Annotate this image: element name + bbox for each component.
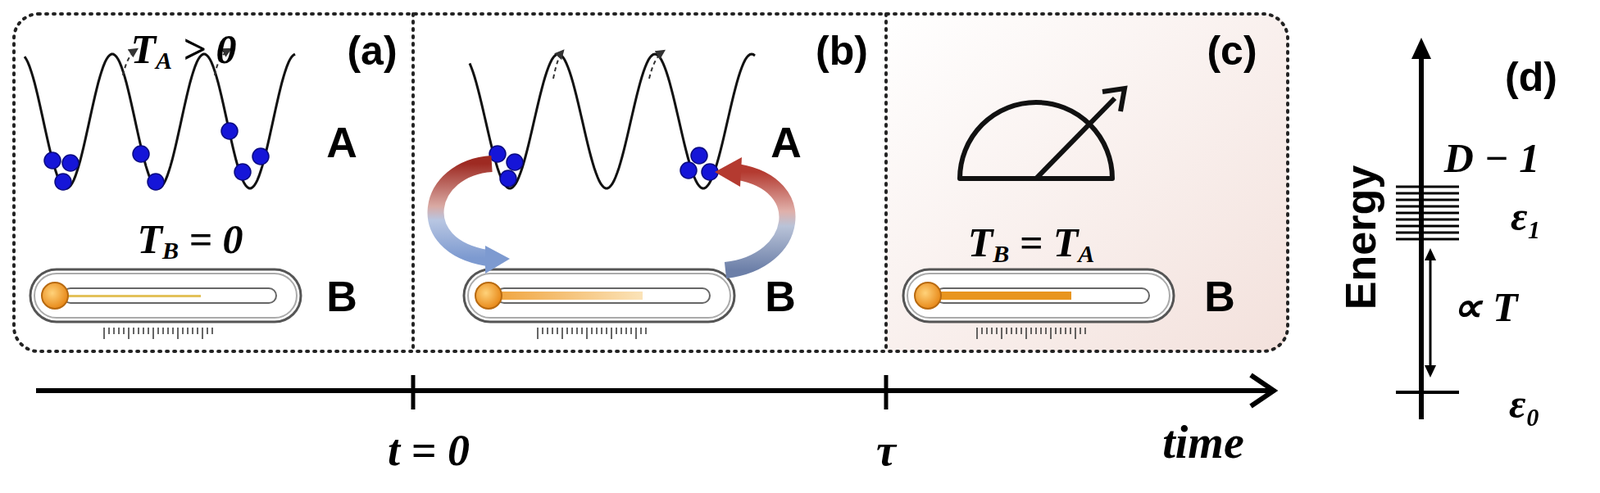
system-label: B (326, 275, 358, 319)
level-label: ε₀ (1509, 383, 1541, 425)
panel-label: (b) (815, 30, 869, 72)
panel-label: (a) (346, 30, 397, 72)
tick-label: τ (876, 428, 896, 473)
axis-label: Energy (1339, 165, 1382, 310)
system-label: B (1204, 275, 1236, 319)
temperature-label: TB = 0 (136, 218, 243, 264)
system-label: B (764, 275, 796, 319)
system-label: A (326, 121, 358, 164)
gap-label: ∝ T (1452, 286, 1518, 328)
tick-label: t = 0 (387, 428, 470, 473)
level-label: D − 1 (1444, 137, 1540, 179)
panel-label: (c) (1206, 30, 1257, 72)
temperature-label: TA > 0 (130, 28, 237, 74)
axis-label: time (1162, 419, 1245, 466)
system-label: A (770, 121, 802, 164)
temperature-label: TB = TA (968, 222, 1096, 268)
level-label: ε₁ (1510, 195, 1542, 237)
time-panel: (b) A B (413, 13, 887, 352)
panel-label: (d) (1504, 56, 1558, 98)
time-panel: (c) TB = TA B (886, 13, 1288, 352)
time-panel: (a) TA > 0 A TB = 0 B (13, 13, 414, 352)
